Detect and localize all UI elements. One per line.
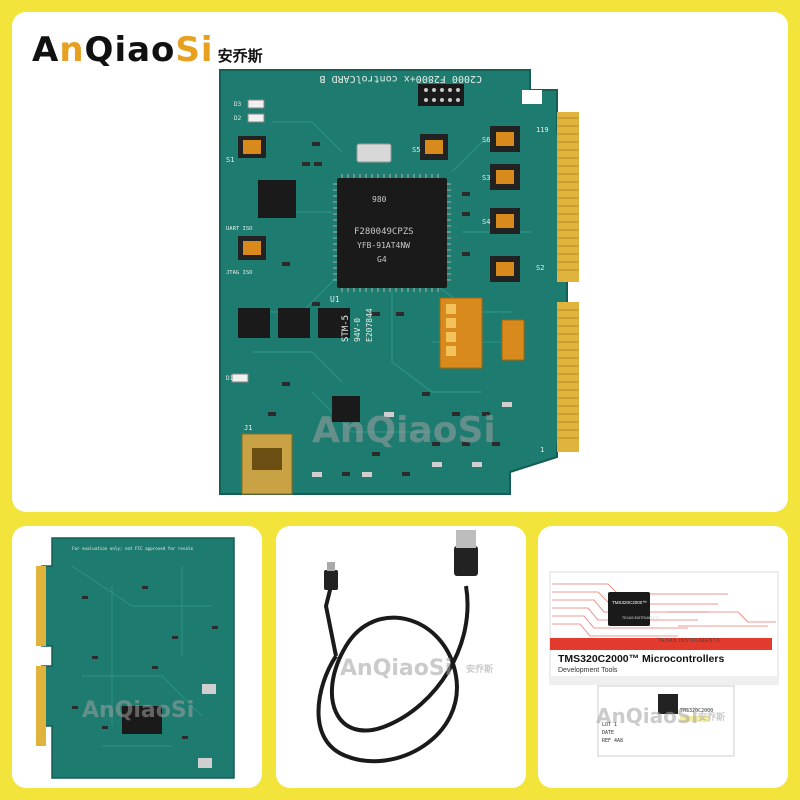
silk-s4: S4	[482, 218, 490, 226]
isolator-chip-u6	[258, 180, 296, 218]
jtag-iso-switch	[238, 236, 266, 260]
small-switch-s8	[501, 319, 525, 361]
usb-cable-loop	[316, 585, 470, 764]
crystal-oscillator	[356, 143, 392, 163]
silk-s2: S2	[536, 264, 544, 272]
back-edge-connector-lower	[36, 666, 46, 746]
watermark-cable-chinese: 安乔斯	[466, 665, 494, 675]
board-code: 94V-0	[353, 318, 362, 342]
back-note: For evaluation only; not FCC approved fo…	[72, 546, 193, 551]
back-edge-connector-upper	[36, 566, 46, 646]
usb-cable-image	[316, 530, 478, 764]
docs-panel: TMS320C2000™ TEXAS INSTRUMENTS TEXAS INS…	[538, 526, 788, 788]
pcb-notch	[522, 90, 542, 104]
silk-d3: D3	[234, 101, 242, 108]
brochure-chip-card	[608, 592, 650, 626]
board-back-panel: For evaluation only; not FCC approved fo…	[12, 526, 262, 788]
edge-label-silkscreen: C2000 F2800+x controlCARD B	[319, 73, 482, 84]
regulator-chip	[332, 396, 360, 422]
brand-letter-a: A	[32, 30, 60, 70]
silk-d1: D1	[226, 375, 234, 382]
brand-latin-text: AnQiaoSi	[32, 30, 214, 70]
led-d1	[231, 373, 249, 383]
brand-letters-qiao: Qiao	[84, 30, 176, 70]
watermark-docs-chinese: 安乔斯	[698, 713, 726, 723]
back-component-2	[198, 758, 212, 768]
brand-letter-n: n	[59, 30, 85, 70]
back-passives	[72, 586, 218, 739]
edge-connector-lower	[557, 302, 579, 452]
label-line-1: TMS320C2000	[680, 708, 714, 714]
usb-cable-panel: AnQiaoSi 安乔斯	[276, 526, 526, 788]
mini-usb-plug	[324, 562, 338, 590]
chip-u11	[318, 308, 350, 338]
board-number: E207844	[365, 308, 374, 342]
brand-chinese-text: 安乔斯	[217, 47, 263, 65]
dip-switch-s6	[490, 126, 520, 152]
stm-label: STM-5	[341, 315, 351, 342]
back-chip	[122, 706, 162, 734]
dip-switch-s5	[420, 134, 448, 160]
label-qr-code	[658, 694, 678, 714]
dip-switch-s1	[238, 136, 266, 158]
jtag-header	[418, 84, 464, 106]
dip-switch-bank	[439, 297, 483, 369]
doc-brand: TEXAS INSTRUMENTS	[658, 638, 721, 644]
silk-d2: D2	[234, 115, 242, 122]
doc-card-title: TMS320C2000™	[612, 600, 647, 605]
mcu-marking-line-4: G4	[377, 255, 387, 264]
mcu-marking-line-2: F280049CPZS	[354, 227, 414, 237]
label-line-4: REF 4A8	[602, 738, 624, 744]
label-highlight	[680, 716, 710, 722]
led-d2	[247, 113, 265, 123]
silk-uart-iso: UART ISO	[226, 226, 253, 232]
brochure-red-band	[550, 638, 772, 650]
silk-u1: U1	[330, 295, 340, 304]
dip-switch-s2	[490, 256, 520, 282]
silk-jtag-iso: JTAG ISO	[226, 270, 253, 276]
brand-letters-si: Si	[175, 30, 214, 70]
usb-a-plug	[454, 530, 478, 576]
control-card-back-image: For evaluation only; not FCC approved fo…	[36, 537, 235, 779]
silk-s5: S5	[412, 146, 420, 154]
dip-switch-s4	[490, 208, 520, 234]
brochure-circuit-lines	[552, 583, 776, 637]
doc-title: TMS320C2000™ Microcontrollers	[558, 653, 725, 665]
mcu-marking-line-1: 980	[372, 195, 387, 204]
watermark-cable: AnQiaoSi	[340, 656, 453, 681]
silk-j1: J1	[244, 424, 252, 432]
watermark-main: AnQiaoSi	[312, 410, 496, 451]
silk-s1: S1	[226, 156, 234, 164]
silk-s6: S6	[482, 136, 490, 144]
silk-pin-1: 1	[540, 446, 544, 454]
capacitors	[312, 402, 512, 477]
back-traces	[71, 565, 212, 747]
back-pcb	[41, 537, 235, 779]
passive-components	[268, 142, 500, 476]
chip-u9	[238, 308, 270, 338]
label-line-2: LOT 1	[602, 722, 618, 728]
documentation-image	[549, 571, 779, 757]
doc-subtitle: Development Tools	[558, 667, 618, 674]
brand-logo: AnQiaoSi 安乔斯	[32, 30, 263, 70]
control-card-front-image: 980 F280049CPZS YFB-91AT4NW G4	[219, 69, 579, 495]
chip-u10	[278, 308, 310, 338]
mcu-chip	[337, 178, 447, 288]
mini-usb-connector	[241, 433, 293, 495]
label-line-3: DATE	[602, 730, 615, 736]
dip-switch-s3	[490, 164, 520, 190]
watermark-back: AnQiaoSi	[82, 698, 195, 723]
mcu-marking-line-3: YFB-91AT4NW	[357, 241, 410, 250]
doc-card-brand: TEXAS INSTRUMENTS	[622, 616, 660, 620]
main-product-panel: AnQiaoSi 安乔斯	[12, 12, 788, 512]
watermark-docs: AnQiaoSi	[596, 704, 699, 728]
mcu-pins	[333, 174, 451, 292]
brochure-footer	[550, 676, 778, 684]
usb-cable-end	[323, 585, 338, 657]
edge-connector-upper	[557, 112, 579, 282]
silk-s3: S3	[482, 174, 490, 182]
silk-pin-119: 119	[536, 126, 549, 134]
back-component	[202, 684, 216, 694]
led-d3	[247, 99, 265, 109]
